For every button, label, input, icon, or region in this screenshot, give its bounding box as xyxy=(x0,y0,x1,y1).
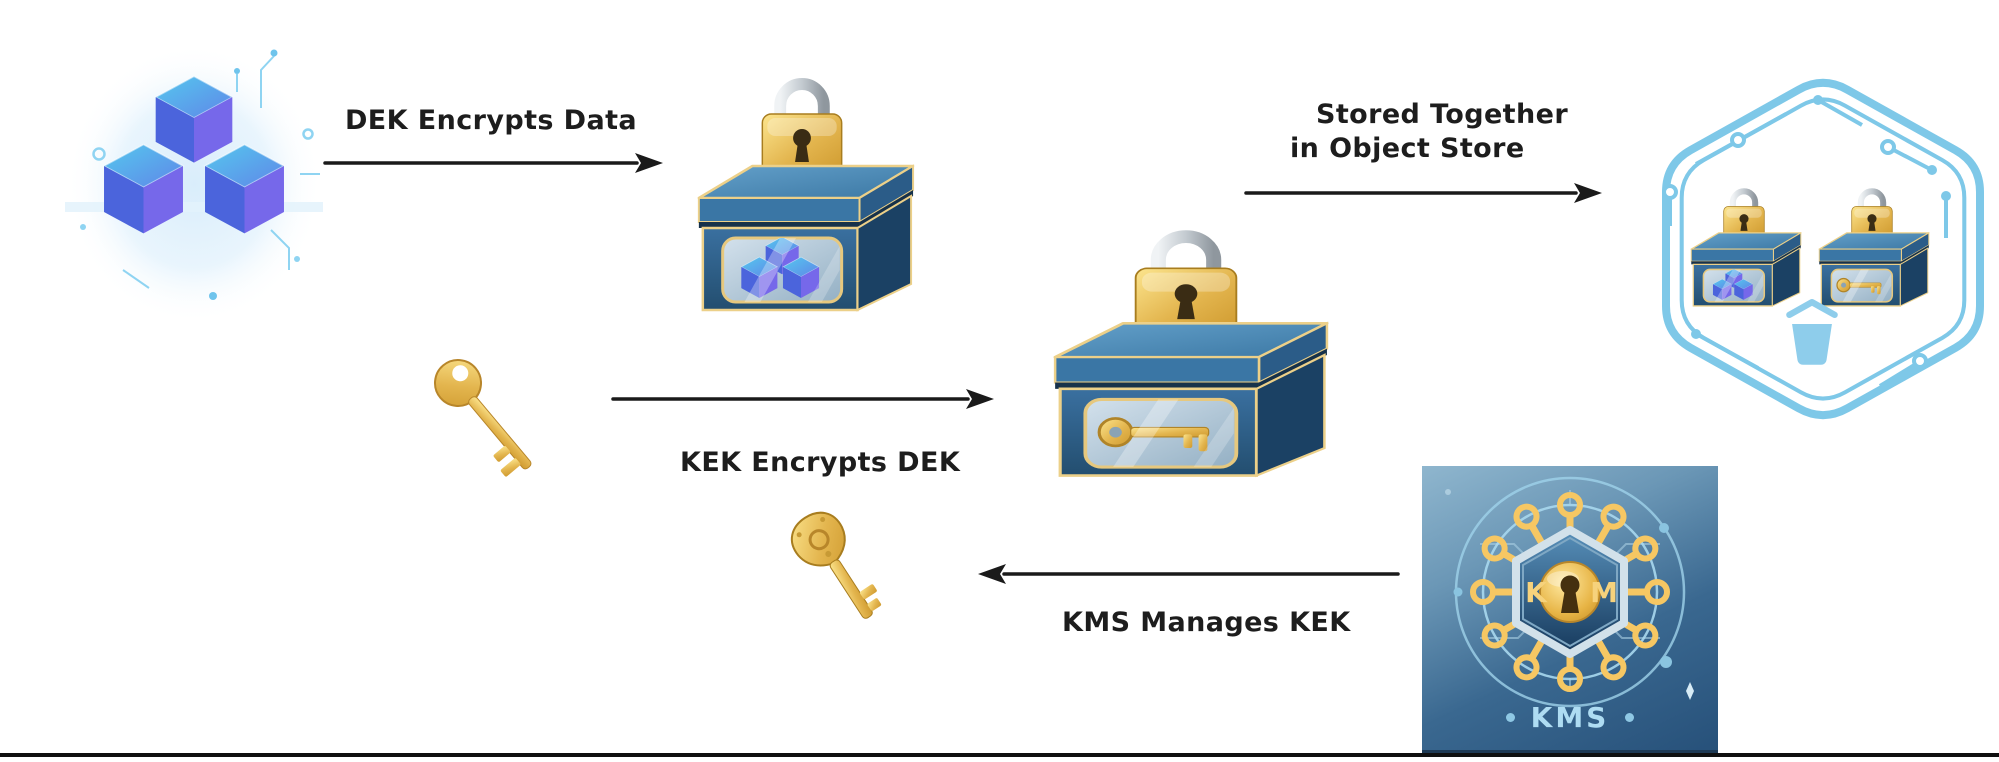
kms-lock-hexagon-icon: K M xyxy=(1445,476,1694,708)
stored-chest-cubes-icon xyxy=(1691,191,1801,306)
locked-chest-cubes-icon xyxy=(683,38,921,318)
label-line-2: in Object Store xyxy=(1290,133,1525,165)
edge-label-kms-manages-kek: KMS Manages KEK xyxy=(1062,607,1351,638)
edge-label-kek-encrypts-dek: KEK Encrypts DEK xyxy=(680,447,961,478)
kms-caption: KMS xyxy=(1530,701,1610,734)
data-cubes-icon xyxy=(65,44,323,320)
kms-caption-row: KMS xyxy=(1422,701,1718,734)
stored-chest-key-icon xyxy=(1819,191,1929,306)
arrow-dek-encrypts-data xyxy=(323,153,663,173)
kms-emblem-letter-k: K xyxy=(1525,576,1548,609)
arrow-stored-together xyxy=(1244,183,1602,203)
arrow-kms-manages-kek xyxy=(978,564,1400,584)
hexagon-inner-ring xyxy=(1679,97,1967,401)
circuit-traces xyxy=(122,55,320,289)
kms-emblem-letter-m: M xyxy=(1590,576,1618,609)
hexagon-object-store-icon xyxy=(1662,78,1984,420)
gold-key-icon xyxy=(423,349,548,484)
bucket-icon xyxy=(1789,302,1834,365)
caption-dot-left xyxy=(1505,713,1515,722)
kms-tile: K M KMS xyxy=(1422,466,1718,755)
bottom-rule xyxy=(0,753,1999,757)
locked-chest-key-icon xyxy=(1035,188,1337,484)
edge-label-stored-together: Stored Together in Object Store xyxy=(1290,98,1570,166)
arrow-kek-encrypts-dek xyxy=(611,389,994,409)
sparkle-icon xyxy=(1686,682,1694,700)
edge-label-dek-encrypts-data: DEK Encrypts Data xyxy=(345,105,638,136)
label-line-1: Stored Together xyxy=(1316,99,1569,130)
caption-dot-right xyxy=(1625,713,1635,722)
ornate-gold-key-icon xyxy=(781,502,893,633)
